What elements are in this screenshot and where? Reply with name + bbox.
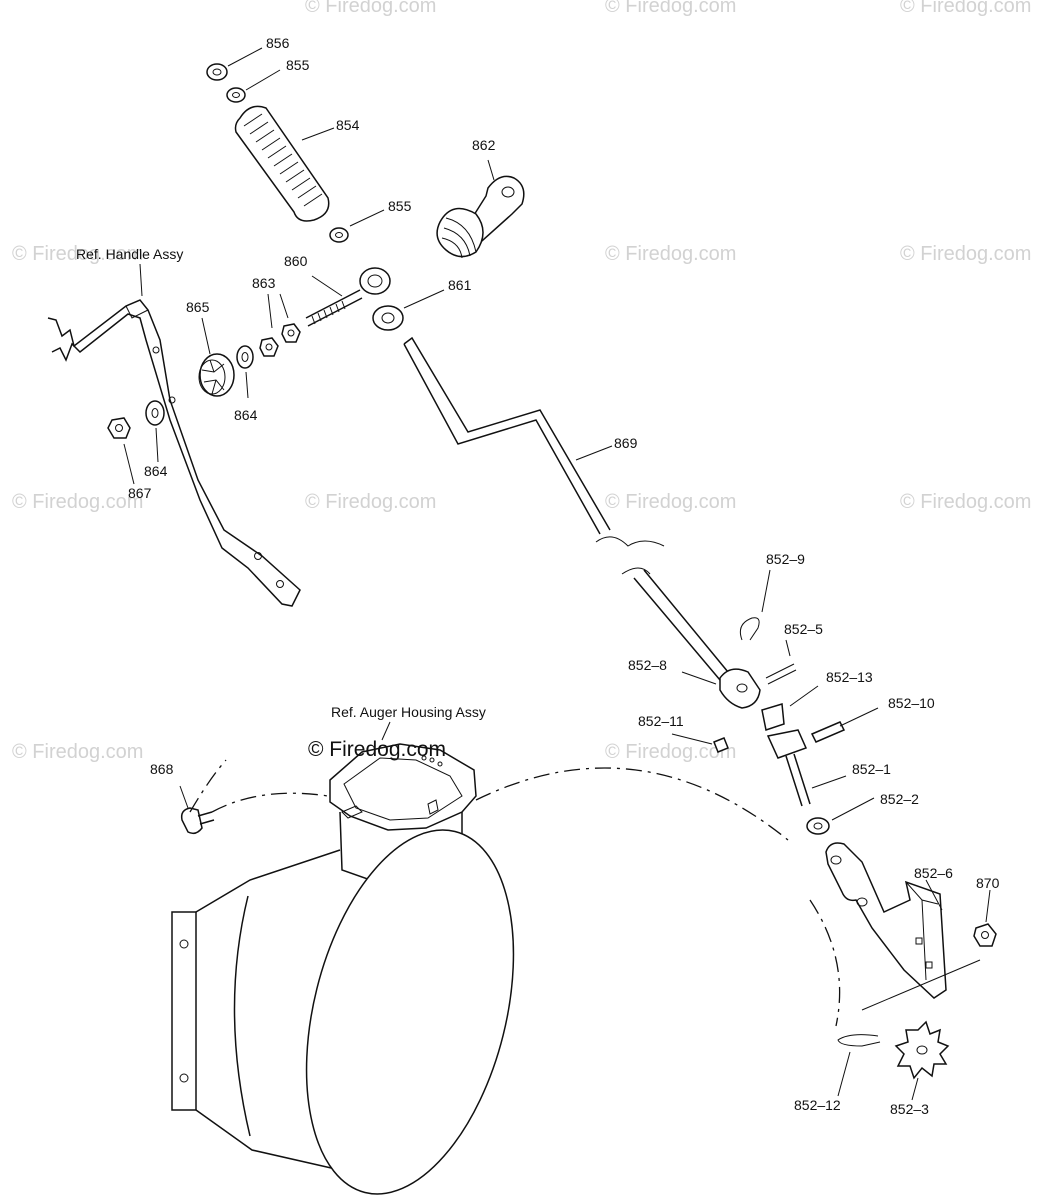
- watermark: © Firedog.com: [305, 0, 436, 17]
- part-852-11-bolt: [713, 737, 729, 753]
- label-864: 864: [144, 463, 168, 479]
- handle-assembly: [47, 299, 301, 607]
- label-868: 868: [150, 761, 174, 777]
- label-852-10: 852–10: [888, 695, 935, 711]
- watermark: © Firedog.com: [12, 243, 143, 265]
- auger-housing: [171, 743, 515, 1195]
- label-852-2: 852–2: [880, 791, 919, 807]
- ref-handle-assy-label: Ref. Handle Assy: [76, 246, 183, 262]
- part-868-bolt: [180, 807, 215, 835]
- watermark: © Firedog.com: [605, 243, 736, 265]
- part-852-8-clevis: [719, 668, 761, 709]
- leader-lines: [123, 47, 991, 1101]
- label-852-9: 852–9: [766, 551, 805, 567]
- part-869-rod-lower: [633, 569, 729, 681]
- washer-hole: [212, 68, 222, 76]
- nut-hole: [265, 343, 273, 351]
- part-863-nut: [259, 337, 279, 357]
- part-852-13-block: [761, 703, 785, 731]
- watermark: © Firedog.com: [900, 243, 1031, 265]
- watermark: © Firedog.com: [12, 491, 143, 513]
- label-863: 863: [252, 275, 276, 291]
- part-865-knob: [198, 353, 235, 397]
- watermark: © Firedog.com: [900, 0, 1031, 17]
- alignment-line: [189, 759, 227, 813]
- watermark: © Firedog.com: [900, 491, 1031, 513]
- part-852-linkage: [713, 617, 846, 835]
- nut-hole: [981, 931, 989, 939]
- ref-auger-housing-label: Ref. Auger Housing Assy: [331, 704, 486, 720]
- label-855: 855: [388, 198, 412, 214]
- part-855-washer: [226, 87, 246, 103]
- part-862-handle: [436, 175, 525, 259]
- part-852-10-pin: [810, 721, 846, 743]
- watermark: © Firedog.com: [305, 491, 436, 513]
- part-867-nut: [107, 417, 131, 439]
- label-870: 870: [976, 875, 1000, 891]
- rod-break: [595, 536, 665, 575]
- label-852-5: 852–5: [784, 621, 823, 637]
- label-867: 867: [128, 485, 152, 501]
- handle-hole: [168, 396, 176, 404]
- watermark: © Firedog.com: [12, 741, 143, 763]
- label-854: 854: [336, 117, 360, 133]
- nut-hole: [287, 329, 295, 337]
- main-watermark: © Firedog.com: [308, 738, 446, 761]
- washer-hole: [232, 92, 240, 98]
- part-861-bushing: [372, 305, 404, 331]
- part-labels: 856 855 854 862 855 860 863 865 861 864 …: [128, 35, 1000, 1117]
- label-869: 869: [614, 435, 638, 451]
- part-864-washer: [145, 400, 165, 426]
- part-854-grip: [234, 105, 330, 222]
- watermark: © Firedog.com: [605, 0, 736, 17]
- alignment-line: [211, 792, 329, 813]
- part-863-nut: [281, 323, 301, 343]
- handle-bar: [47, 299, 301, 607]
- label-852-11: 852–11: [638, 713, 684, 729]
- label-852-3: 852–3: [890, 1101, 929, 1117]
- label-852-12: 852–12: [794, 1097, 841, 1113]
- label-865: 865: [186, 299, 210, 315]
- label-860: 860: [284, 253, 308, 269]
- label-852-6: 852–6: [914, 865, 953, 881]
- part-852-5-pin: [765, 663, 797, 685]
- handle-hole: [152, 346, 160, 354]
- part-856-washer: [206, 63, 228, 81]
- handle-hole: [254, 552, 262, 560]
- washer-hole: [335, 232, 343, 238]
- part-852-3-gear: [894, 1020, 950, 1080]
- part-852-12-clip: [837, 1034, 881, 1047]
- label-852-1: 852–1: [852, 761, 891, 777]
- part-870-nut: [973, 923, 997, 947]
- washer-hole: [241, 352, 249, 362]
- watermark: © Firedog.com: [605, 491, 736, 513]
- handle-hole: [276, 580, 284, 588]
- handle-bend: [125, 305, 149, 319]
- washer-hole: [151, 408, 159, 418]
- label-861: 861: [448, 277, 472, 293]
- part-869-rod: [403, 336, 611, 535]
- part-852-9-clip: [739, 617, 760, 641]
- watermark: © Firedog.com: [605, 741, 736, 763]
- part-855-washer: [329, 227, 349, 243]
- label-852-8: 852–8: [628, 657, 667, 673]
- part-852-6-bracket: [825, 842, 947, 999]
- part-852-1-rod: [785, 753, 811, 807]
- part-860-eyebolt: [305, 267, 391, 327]
- watermark-layer: © Firedog.com © Firedog.com © Firedog.co…: [12, 0, 1031, 763]
- alignment-line: [475, 767, 789, 841]
- label-862: 862: [472, 137, 496, 153]
- alignment-line: [861, 959, 981, 1011]
- alignment-line: [809, 899, 841, 1027]
- label-852-13: 852–13: [826, 669, 873, 685]
- part-852-2-washer: [806, 817, 830, 835]
- label-856: 856: [266, 35, 290, 51]
- nut-hole: [115, 424, 123, 432]
- part-864-washer: [236, 345, 254, 369]
- label-855: 855: [286, 57, 310, 73]
- label-864: 864: [234, 407, 258, 423]
- part-852-clevis-body: [766, 729, 808, 759]
